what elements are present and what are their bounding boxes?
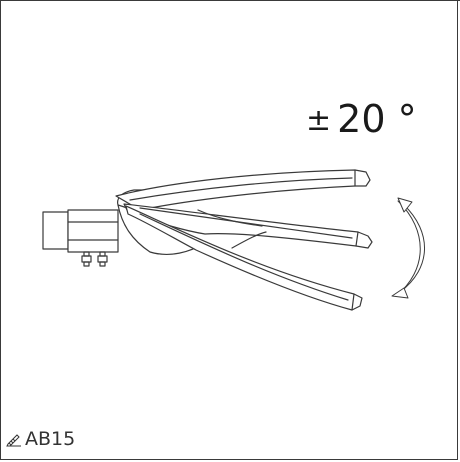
arm-middle <box>123 203 373 249</box>
arm-lower <box>125 205 363 311</box>
rotation-arrow <box>391 197 425 299</box>
tilt-angle-label: ±20 ° <box>306 100 417 138</box>
arm-upper <box>115 169 371 211</box>
product-code-label: AB15 <box>6 430 75 449</box>
pole-bracket <box>42 209 119 253</box>
pencil-ruler-icon <box>6 433 21 446</box>
plus-minus-symbol: ± <box>306 103 332 138</box>
clamp-screws <box>81 251 108 267</box>
frame-top-border <box>0 0 460 1</box>
product-code: AB15 <box>25 428 76 450</box>
tilt-angle-value: 20 ° <box>337 97 417 141</box>
